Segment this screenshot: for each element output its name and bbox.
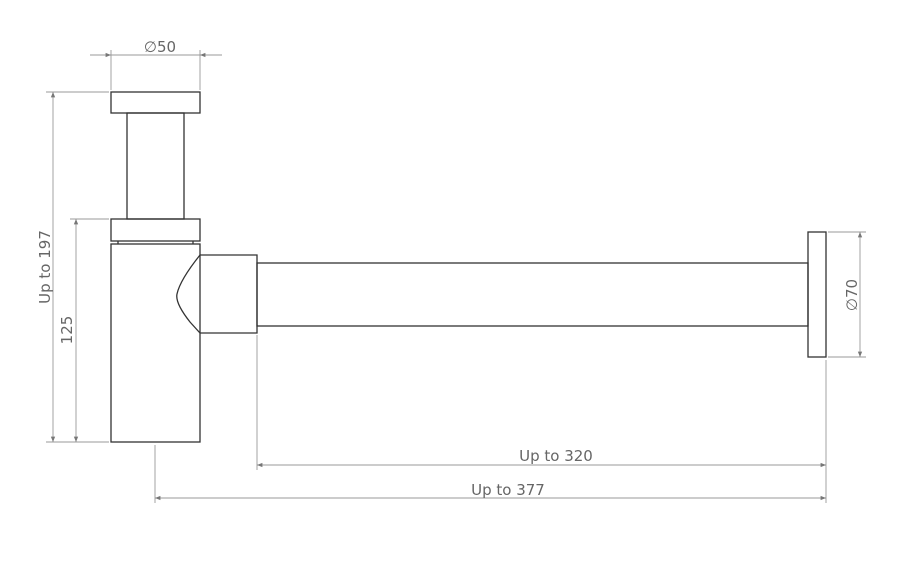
neck-tube xyxy=(126,112,185,220)
trap-body xyxy=(110,243,201,443)
label-top-diameter: ∅50 xyxy=(144,38,176,56)
extension-lines xyxy=(46,50,866,503)
label-total-length: Up to 377 xyxy=(471,481,545,499)
top-cap xyxy=(110,91,201,114)
wall-flange xyxy=(807,231,827,358)
horizontal-pipe xyxy=(256,262,809,327)
label-flange-diameter: ∅70 xyxy=(843,279,861,311)
label-total-height: Up to 197 xyxy=(36,230,54,304)
branch-outlet xyxy=(176,254,258,334)
label-body-height: 125 xyxy=(58,316,76,345)
collar xyxy=(110,218,201,242)
label-pipe-length: Up to 320 xyxy=(519,447,593,465)
